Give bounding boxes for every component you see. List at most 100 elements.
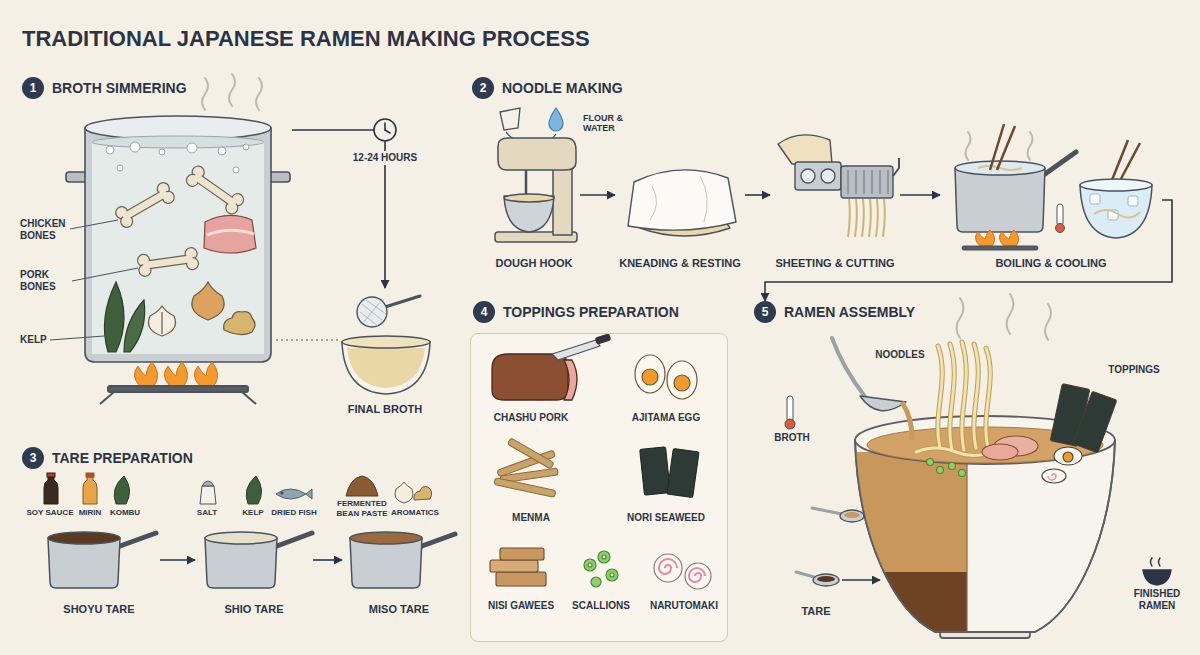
- broth-bowl: [342, 336, 430, 348]
- noodles: [974, 344, 978, 448]
- thermometer-icon: [1056, 224, 1065, 233]
- resting-dough: [628, 170, 736, 230]
- ingredient-label: MIRIN: [72, 508, 108, 518]
- broth-bowl: [347, 348, 425, 388]
- strainer: [385, 296, 420, 307]
- bubbles: [243, 144, 249, 150]
- process-step: FINAL BROTH: [335, 288, 435, 416]
- saucepan: [48, 538, 120, 588]
- noodles: [938, 346, 942, 448]
- process-step: DOUGH HOOK: [488, 132, 580, 270]
- bowl-toppings: [982, 444, 1018, 460]
- cut-noodles: [848, 199, 885, 237]
- narutomaki-icon: [654, 554, 682, 582]
- process-step: BOILING & COOLING: [940, 132, 1162, 270]
- process-step: SHOYU TARE: [38, 528, 160, 616]
- dried-fish: [276, 489, 312, 499]
- pork-meat: [204, 215, 256, 253]
- saucepan: [48, 532, 455, 588]
- ingredient-label: NOODLES: [868, 350, 932, 360]
- pasta-roller: [893, 158, 899, 176]
- ingredient-label: BROTH: [764, 433, 820, 443]
- cut-noodles: [855, 199, 857, 237]
- topping-caption: CHASHU PORK: [481, 412, 581, 424]
- step-number: 1: [22, 77, 44, 99]
- process-arrow: [900, 194, 940, 196]
- aromatics-icon: [395, 482, 413, 503]
- ingredient-label: DRIED FISH: [268, 508, 320, 518]
- ramen-bowl: [855, 416, 1115, 642]
- ice-bath: [1080, 179, 1152, 191]
- cut-noodles: [883, 199, 885, 237]
- scallions-icon: [598, 551, 610, 563]
- toppings-panel-box: CHASHU PORKAJITAMA EGGMENMANORI SEAWEEDN…: [470, 333, 728, 642]
- soy-sauce-bottle: [44, 477, 58, 504]
- nisi-gawees-icon: [490, 560, 538, 572]
- bubbles: [159, 149, 165, 155]
- steam: [1028, 132, 1033, 160]
- boiling-pot: [978, 166, 1022, 170]
- dotted-guide: [276, 339, 340, 340]
- toppings-panel: [470, 333, 728, 642]
- scallions-icon: [606, 569, 618, 581]
- chashu-pork-icon: [492, 334, 611, 400]
- thermometer-icon: [1057, 204, 1063, 226]
- step-caption: SHIO TARE: [224, 603, 283, 616]
- step-caption: SHOYU TARE: [63, 603, 134, 616]
- cut-noodles: [876, 199, 878, 237]
- dried-fish: [276, 489, 312, 499]
- ingredient-label: FLOUR & WATER: [583, 113, 633, 133]
- bowl-toppings: [1063, 452, 1073, 462]
- burner-flame: [194, 362, 217, 386]
- step-caption: MISO TARE: [369, 603, 429, 616]
- noodles: [962, 342, 966, 450]
- thermometer-icon: [787, 396, 793, 422]
- step-number: 3: [22, 447, 44, 469]
- pasta-roller: [778, 135, 832, 164]
- kombu-icon: [114, 476, 129, 504]
- pasta-roller: [801, 169, 815, 183]
- flour-cup: [500, 108, 520, 130]
- step-caption: DOUGH HOOK: [496, 257, 573, 270]
- steam: [256, 78, 262, 110]
- process-step: SHIO TARE: [195, 528, 313, 616]
- clock-icon: [384, 123, 386, 130]
- scallions-icon: [610, 573, 614, 577]
- process-step: KNEADING & RESTING: [615, 132, 745, 270]
- bubbles: [218, 147, 226, 155]
- aromatics-icon: [395, 482, 432, 503]
- stock-pot: [85, 128, 271, 362]
- topping-caption: MENMA: [481, 512, 581, 524]
- saucepan: [350, 538, 422, 588]
- step-caption: FINAL BROTH: [348, 403, 422, 416]
- process-arrow: [580, 194, 615, 196]
- aromatic-vegetables: [192, 282, 224, 320]
- process-arrow: [313, 559, 342, 561]
- nori-icon: [640, 447, 671, 495]
- strainer: [357, 297, 387, 327]
- leader-line: [50, 220, 138, 340]
- narutomaki-icon: [685, 563, 711, 589]
- stand-mixer: [498, 138, 576, 170]
- broth-spoon: [844, 512, 860, 518]
- leader-line: [70, 220, 118, 229]
- callout-label: PORK BONES: [20, 269, 80, 293]
- steam: [957, 298, 964, 338]
- step-badge: 4TOPPINGS PREPARATION: [473, 301, 679, 323]
- chashu-pork-icon: [552, 340, 600, 360]
- topping-caption: NORI SEAWEED: [611, 512, 721, 524]
- tare-spoon-node: TARE: [790, 560, 842, 618]
- saucepan: [48, 532, 120, 544]
- step-number: 2: [472, 77, 494, 99]
- noodles: [986, 348, 990, 448]
- edge-label: 12-24 HOURS: [350, 151, 420, 165]
- bowl-toppings: [1073, 391, 1117, 453]
- section-heading: NOODLE MAKING: [502, 80, 623, 96]
- step-badge: 2 NOODLE MAKING: [472, 77, 623, 99]
- step-caption: BOILING & COOLING: [995, 257, 1106, 270]
- aromatic-vegetables: [161, 312, 162, 334]
- stock-pot-node: CHICKEN BONESPORK BONESKELP: [14, 100, 292, 405]
- bubbles: [106, 146, 114, 154]
- aromatic-vegetables: [149, 282, 256, 336]
- cut-noodles: [862, 199, 864, 237]
